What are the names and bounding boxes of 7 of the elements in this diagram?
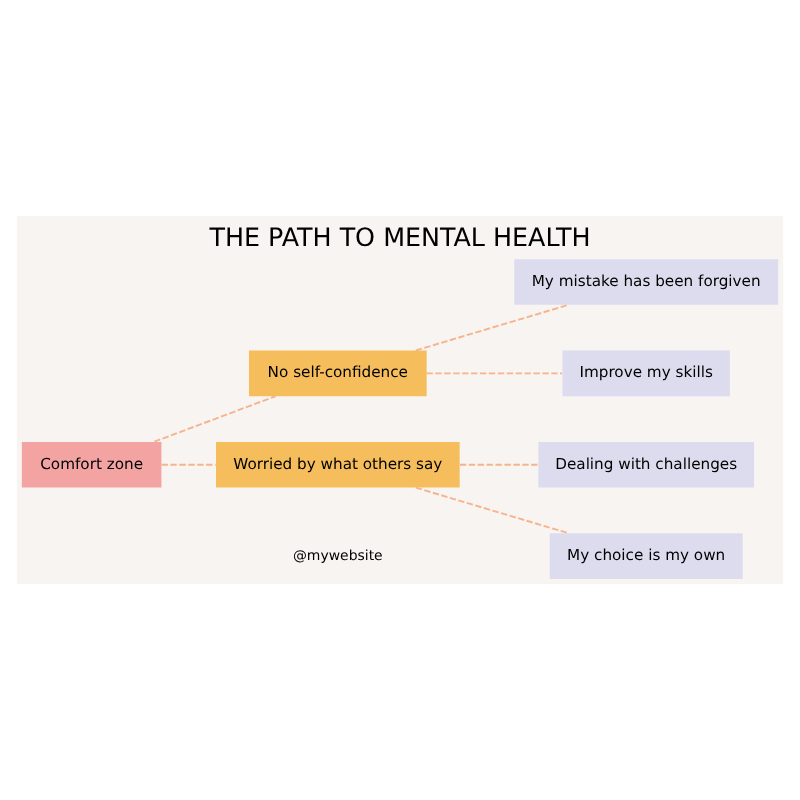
connector: [160, 463, 217, 466]
connector: [153, 395, 277, 443]
connector: [414, 304, 570, 352]
connector: [425, 372, 563, 375]
diagram-title: THE PATH TO MENTAL HEALTH: [209, 222, 591, 253]
connector: [459, 463, 540, 466]
connector: [414, 486, 570, 535]
